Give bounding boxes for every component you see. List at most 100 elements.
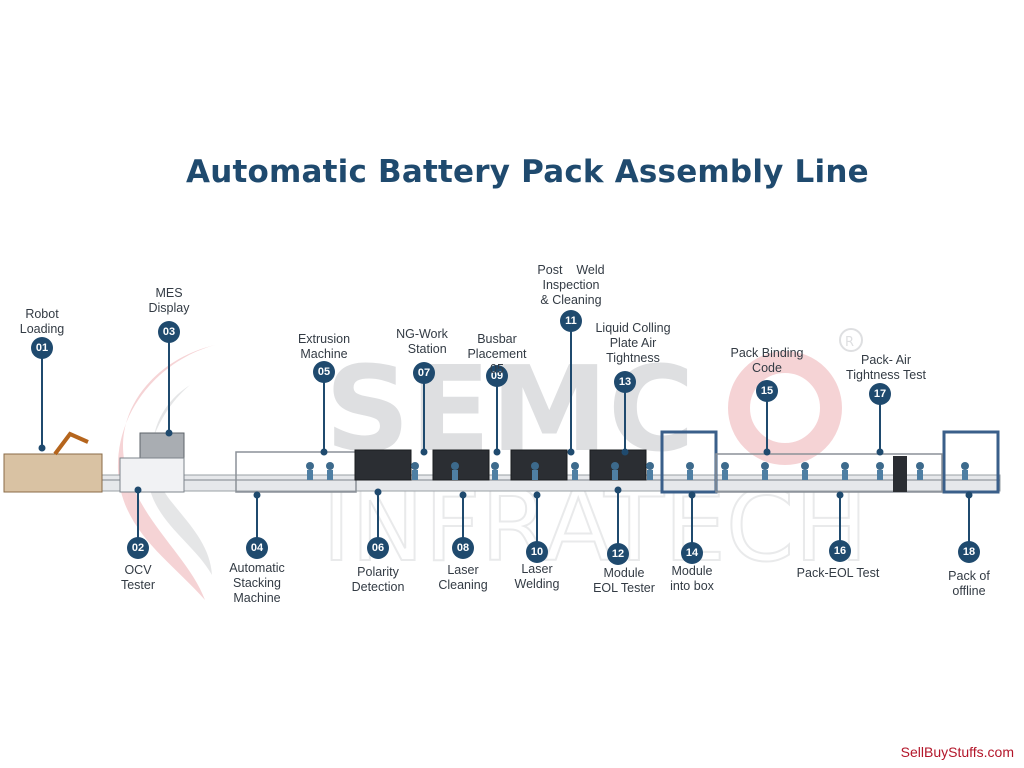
station-label: Robot Loading <box>19 307 65 336</box>
operator-figure <box>647 470 653 480</box>
station-number-badge: 03 <box>158 321 180 343</box>
callout-anchor <box>836 491 844 499</box>
operator-figure <box>877 470 883 480</box>
station-number-badge: 06 <box>367 537 389 559</box>
callout-stem <box>691 495 693 553</box>
station-label: Post Weld Inspection & Cleaning <box>537 263 605 307</box>
callout-anchor <box>614 486 622 494</box>
operator-figure <box>532 470 538 480</box>
operator-figure <box>876 462 884 470</box>
callout-stem <box>496 376 498 452</box>
callout-anchor <box>567 448 575 456</box>
operator-figure <box>916 462 924 470</box>
station-label: Pack Binding Code <box>730 346 804 375</box>
operator-figure <box>917 470 923 480</box>
station-label: MES Display <box>148 286 190 315</box>
operator-figure <box>326 462 334 470</box>
callout-stem <box>168 332 170 433</box>
station-number-badge: 13 <box>614 371 636 393</box>
enclosed-cell <box>510 449 568 481</box>
ocv-station <box>119 457 185 493</box>
operator-figure <box>842 470 848 480</box>
operator-figure <box>686 462 694 470</box>
operator-figure <box>451 462 459 470</box>
station-label: Pack of offline <box>948 569 990 598</box>
station-number-badge: 15 <box>756 380 778 402</box>
callout-anchor <box>763 448 771 456</box>
station-number-badge: 02 <box>127 537 149 559</box>
station-number-badge: 14 <box>681 542 703 564</box>
station-label: OCV Tester <box>120 563 156 592</box>
operator-figure <box>646 462 654 470</box>
callout-stem <box>377 492 379 548</box>
air-tightness-cabinet <box>893 456 907 492</box>
station-label: Pack- Air Tightness Test <box>846 353 926 382</box>
station-label: NG-Work Station <box>396 327 448 356</box>
operator-figure <box>572 470 578 480</box>
operator-figure <box>841 462 849 470</box>
enclosed-cell <box>432 449 490 481</box>
operator-figure <box>611 462 619 470</box>
operator-figure <box>411 462 419 470</box>
callout-anchor <box>420 448 428 456</box>
operator-figure <box>761 462 769 470</box>
callout-stem <box>323 372 325 452</box>
operator-figure <box>687 470 693 480</box>
station-number-badge: 01 <box>31 337 53 359</box>
callout-stem <box>839 495 841 551</box>
operator-figure <box>762 470 768 480</box>
operator-figure <box>801 462 809 470</box>
callout-anchor <box>533 491 541 499</box>
enclosed-cell <box>354 449 412 481</box>
station-number-badge: 16 <box>829 540 851 562</box>
operator-figure <box>962 470 968 480</box>
pack-line-frame <box>715 453 943 493</box>
robot-cell <box>3 453 103 493</box>
operator-figure <box>612 470 618 480</box>
station-label: Extrusion Machine <box>297 332 351 361</box>
station-label: Module into box <box>670 564 714 593</box>
callout-stem <box>617 490 619 554</box>
site-credit: SellBuyStuffs.com <box>900 744 1014 760</box>
operator-figure <box>306 462 314 470</box>
callout-anchor <box>621 448 629 456</box>
station-number-badge: 10 <box>526 541 548 563</box>
robot-arm <box>53 431 89 456</box>
operator-figure <box>452 470 458 480</box>
callout-stem <box>423 373 425 452</box>
callout-stem <box>570 321 572 452</box>
station-label: Busbar Placement 05 <box>467 332 527 376</box>
page-title: Automatic Battery Pack Assembly Line <box>186 154 869 190</box>
station-label: Laser Welding <box>514 562 560 591</box>
assembly-line-illustration <box>3 430 1001 494</box>
callout-stem <box>137 490 139 548</box>
callout-anchor <box>320 448 328 456</box>
operator-figure <box>491 462 499 470</box>
station-label: Polarity Detection <box>351 565 405 594</box>
operator-figure <box>961 462 969 470</box>
station-number-badge: 08 <box>452 537 474 559</box>
operator-figure <box>531 462 539 470</box>
station-label: Liquid Colling Plate Air Tightness <box>595 321 671 365</box>
callout-stem <box>462 495 464 548</box>
callout-stem <box>536 495 538 552</box>
station-number-badge: 05 <box>313 361 335 383</box>
callout-anchor <box>493 448 501 456</box>
callout-anchor <box>165 429 173 437</box>
operator-figure <box>802 470 808 480</box>
callout-anchor <box>965 491 973 499</box>
station-label: Automatic Stacking Machine <box>229 561 285 605</box>
station-number-badge: 04 <box>246 537 268 559</box>
station-number-badge: 12 <box>607 543 629 565</box>
callout-anchor <box>374 488 382 496</box>
svg-text:R: R <box>845 335 854 350</box>
operator-figure <box>722 470 728 480</box>
callout-anchor <box>38 444 46 452</box>
operator-figure <box>721 462 729 470</box>
callout-stem <box>624 382 626 452</box>
callout-anchor <box>876 448 884 456</box>
station-number-badge: 11 <box>560 310 582 332</box>
station-label: Pack-EOL Test <box>796 566 880 580</box>
callout-anchor <box>459 491 467 499</box>
